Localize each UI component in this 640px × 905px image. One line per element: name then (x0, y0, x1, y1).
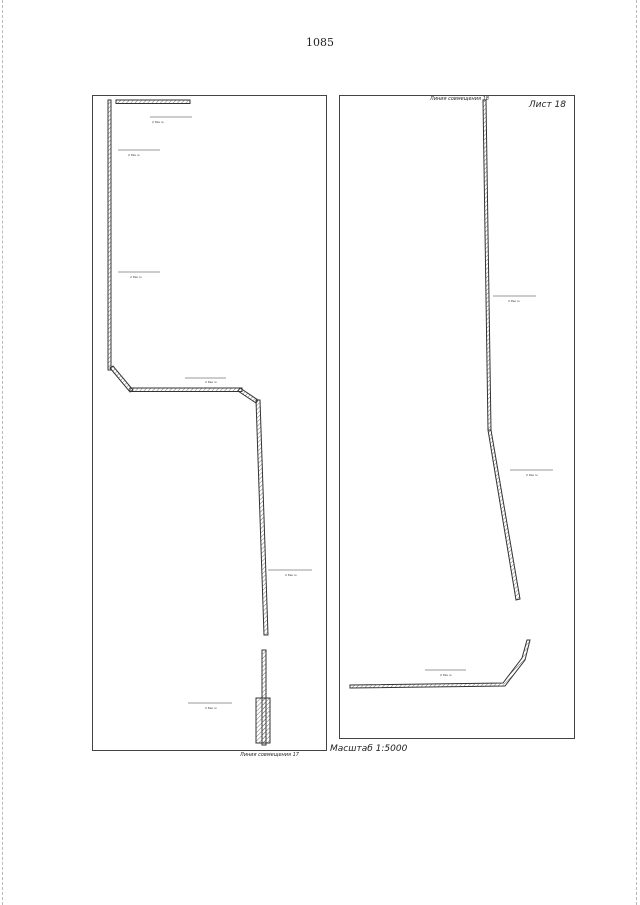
left-scan-edge (2, 0, 4, 905)
svg-text:2 Рек м: 2 Рек м (128, 153, 140, 157)
left-annotations (118, 116, 312, 704)
right-map-frame: Лист 18 Линия совмещения 18 (339, 95, 575, 739)
left-map-frame (92, 95, 327, 751)
right-route (349, 99, 531, 689)
svg-text:2 Рек м: 2 Рек м (152, 120, 164, 124)
match-line-label-bottom: Линия совмещения 17 (240, 752, 299, 758)
right-annotations (425, 295, 553, 671)
svg-text:2 Рек м: 2 Рек м (285, 573, 297, 577)
right-annotation-texts: 2 Рек м 2 Рек м 2 Рек м (440, 299, 538, 677)
svg-text:2 Рек м: 2 Рек м (205, 706, 217, 710)
scale-label: Масштаб 1:5000 (330, 744, 408, 754)
match-line-label-top: Линия совмещения 18 (430, 96, 489, 102)
svg-text:2 Рек м: 2 Рек м (130, 275, 142, 279)
svg-text:2 Рек м: 2 Рек м (508, 299, 520, 303)
sheet-label: Лист 18 (528, 100, 566, 110)
svg-text:2 Рек м: 2 Рек м (440, 673, 452, 677)
page-number: 1085 (306, 36, 334, 49)
left-route (107, 99, 271, 746)
svg-text:2 Рек м: 2 Рек м (205, 380, 217, 384)
left-annotation-texts: 2 Рек м 2 Рек м 2 Рек м 2 Рек м 2 Рек м … (128, 120, 297, 710)
svg-text:2 Рек м: 2 Рек м (526, 473, 538, 477)
right-scan-edge (636, 0, 638, 905)
